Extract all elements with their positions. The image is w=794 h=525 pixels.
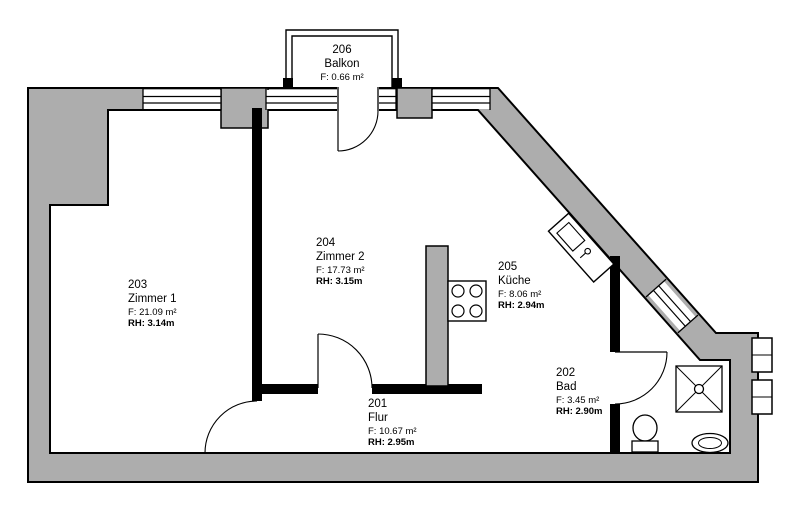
room-number: 203 [128,279,148,291]
room-area: F: 17.73 m² [316,265,365,277]
toilet-icon [631,414,659,453]
window-zimmer2 [431,88,491,110]
room-name: Zimmer 2 [316,250,365,263]
room-label-zimmer2: 204 Zimmer 2 F: 17.73 m² RH: 3.15m [316,237,365,288]
balcony-pier-right [392,78,402,88]
door-arc-bad [614,351,668,405]
window-zimmer1 [142,88,222,110]
room-height: RH: 2.95m [368,437,415,449]
wall-bad-lower [610,404,620,453]
stove-icon [447,280,487,322]
room-name: Flur [368,411,388,424]
room-label-kueche: 205 Küche F: 8.06 m² RH: 2.94m [498,261,544,312]
door-arcs [204,333,668,454]
inner-wall-outline [49,109,731,454]
room-label-zimmer1: 203 Zimmer 1 F: 21.09 m² RH: 3.14m [128,279,177,330]
outer-wall-outline [27,87,759,483]
room-height: RH: 2.94m [498,300,545,312]
room-label-bad: 202 Bad F: 3.45 m² RH: 2.90m [556,367,602,418]
door-arc-zimmer1 [204,400,258,454]
exterior-wall-body [28,88,758,482]
room-name: Bad [556,380,577,393]
interior-walls [252,108,620,453]
room-number: 201 [368,398,388,410]
door-arc-balcony [337,110,379,152]
washbasin-icon [691,432,729,454]
wall-kitchen-stub [425,245,449,387]
room-name: Balkon [324,57,360,70]
wall-flur-right [372,384,482,394]
room-name: Zimmer 1 [128,292,177,305]
window-balcony-left [265,88,338,110]
room-height: RH: 3.15m [316,276,363,288]
room-label-flur: 201 Flur F: 10.67 m² RH: 2.95m [368,398,417,449]
room-area: F: 8.06 m² [498,289,542,301]
room-number: 206 [332,44,352,56]
room-area: F: 21.09 m² [128,307,177,319]
window-diagonal [645,278,699,334]
balcony-pier-left [283,78,293,88]
window-balcony-right [378,88,397,110]
room-area: F: 3.45 m² [556,395,600,407]
room-area: F: 10.67 m² [368,426,417,438]
kitchen-sink-icon [547,212,615,284]
room-number: 204 [316,237,336,249]
balcony-outline [285,29,399,88]
room-number: 202 [556,367,576,379]
shaft-box-icon [751,337,773,415]
wall-bad-upper [610,256,620,352]
room-number: 205 [498,261,518,273]
room-area: F: 0.66 m² [320,72,364,84]
wall-pier-right [396,87,433,119]
door-arc-zimmer2 [317,333,373,389]
room-label-balkon: 206 Balkon F: 0.66 m² [320,44,363,83]
room-height: RH: 3.14m [128,318,175,330]
shower-icon [675,365,723,413]
balcony-door [337,85,379,152]
wall-flur-left [252,384,318,394]
room-name: Küche [498,274,531,287]
wall-zimmer-divider [252,108,262,401]
room-height: RH: 2.90m [556,406,603,418]
